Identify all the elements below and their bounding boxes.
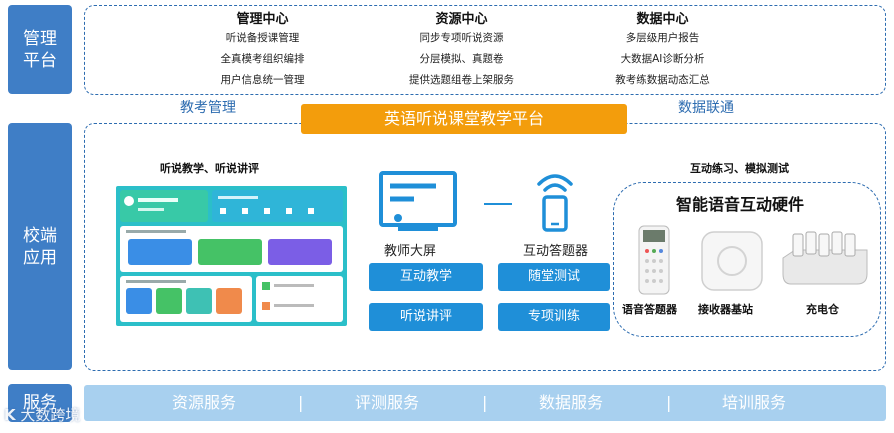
stat-dot: [308, 208, 314, 214]
stat-bar: [218, 196, 258, 199]
column-item: 用户信息统一管理: [220, 74, 305, 86]
answerer-device-icon: [537, 174, 573, 232]
dashboard-stats: [212, 190, 343, 222]
column-title: 数据中心: [636, 12, 689, 27]
dashboard-section: [120, 276, 252, 322]
watermark-logo: K 大数跨境: [4, 404, 80, 425]
column-item: 提供选题组卷上架服务: [409, 74, 514, 86]
side-campus: 校端 应用: [8, 123, 72, 370]
list-bar: [274, 304, 314, 307]
feature-tile: [268, 239, 332, 265]
management-column: 管理中心 听说备授课管理 全真模考组织编排 用户信息统一管理: [180, 8, 345, 91]
connector-dash: [484, 203, 512, 205]
header-bar: [138, 208, 164, 211]
hardware-item-label: 语音答题器: [622, 303, 677, 316]
service-separator: |: [482, 393, 488, 412]
hardware-item-label: 充电仓: [806, 303, 839, 316]
service-item: 资源服务: [172, 393, 237, 412]
feature-tile: [128, 239, 192, 265]
side-service: 服务: [8, 384, 72, 422]
hardware-box: [613, 182, 881, 337]
column-title: 资源中心: [435, 12, 488, 27]
service-item: 评测服务: [355, 393, 420, 412]
column-title: 管理中心: [236, 12, 289, 27]
management-column: 资源中心 同步专项听说资源 分层模拟、真题卷 提供选题组卷上架服务: [379, 8, 544, 91]
teacher-screen-icon: [379, 171, 457, 231]
column-item: 多层级用户报告: [625, 32, 700, 44]
section-bar: [126, 280, 186, 283]
hardware-item-label: 接收器基站: [698, 303, 753, 316]
watermark-icon: K: [4, 406, 16, 424]
column-item: 同步专项听说资源: [419, 32, 504, 44]
in-class-test-button[interactable]: 随堂测试: [498, 263, 610, 291]
list-bar: [274, 284, 314, 287]
list-icon: [262, 302, 270, 310]
feature-tile: [216, 288, 242, 314]
stat-dot: [264, 208, 270, 214]
management-column: 数据中心 多层级用户报告 大数据AI诊断分析 教考练数据动态汇总: [580, 8, 745, 91]
dashboard-screenshot: [116, 186, 347, 326]
watermark-text: 大数跨境: [20, 406, 81, 424]
speaking-review-button[interactable]: 听说讲评: [369, 303, 483, 331]
teach-exam-label: 教考管理: [180, 100, 236, 116]
list-icon: [262, 282, 270, 290]
column-item: 听说备授课管理: [225, 32, 300, 44]
special-training-button[interactable]: 专项训练: [498, 303, 610, 331]
column-item: 大数据AI诊断分析: [620, 53, 705, 65]
interactive-teaching-button[interactable]: 互动教学: [369, 263, 483, 291]
receiver-base-station-icon: [701, 231, 763, 291]
feature-tile: [156, 288, 182, 314]
service-item: 培训服务: [722, 393, 787, 412]
left-panel-title: 听说教学、听说讲评: [160, 162, 259, 175]
answerer-label: 互动答题器: [523, 244, 589, 259]
avatar: [124, 196, 134, 206]
service-separator: |: [666, 393, 672, 412]
stat-dot: [286, 208, 292, 214]
feature-tile: [198, 239, 262, 265]
header-bar: [138, 198, 178, 202]
dashboard-header: [120, 190, 208, 222]
feature-tile: [186, 288, 212, 314]
teacher-screen-label: 教师大屏: [384, 244, 437, 259]
stat-dot: [220, 208, 226, 214]
dashboard-section: [256, 276, 343, 322]
service-bar: 资源服务 | 评测服务 | 数据服务 | 培训服务: [84, 385, 886, 421]
section-bar: [126, 230, 186, 233]
charging-case-icon: [782, 231, 868, 285]
management-box: [84, 5, 886, 95]
hardware-title: 智能语音互动硬件: [676, 195, 805, 214]
column-item: 分层模拟、真题卷: [419, 53, 504, 65]
side-management: 管理 平台: [8, 5, 72, 94]
stat-dot: [242, 208, 248, 214]
dashboard-section: [120, 226, 343, 272]
feature-tile: [126, 288, 152, 314]
service-separator: |: [298, 393, 304, 412]
column-item: 全真模考组织编排: [220, 53, 305, 65]
column-item: 教考练数据动态汇总: [615, 74, 710, 86]
hardware-header: 互动练习、模拟测试: [690, 162, 789, 175]
voice-answerer-device-icon: [638, 225, 670, 295]
service-item: 数据服务: [539, 393, 604, 412]
platform-title: 英语听说课堂教学平台: [301, 104, 627, 134]
data-link-label: 数据联通: [678, 100, 734, 116]
